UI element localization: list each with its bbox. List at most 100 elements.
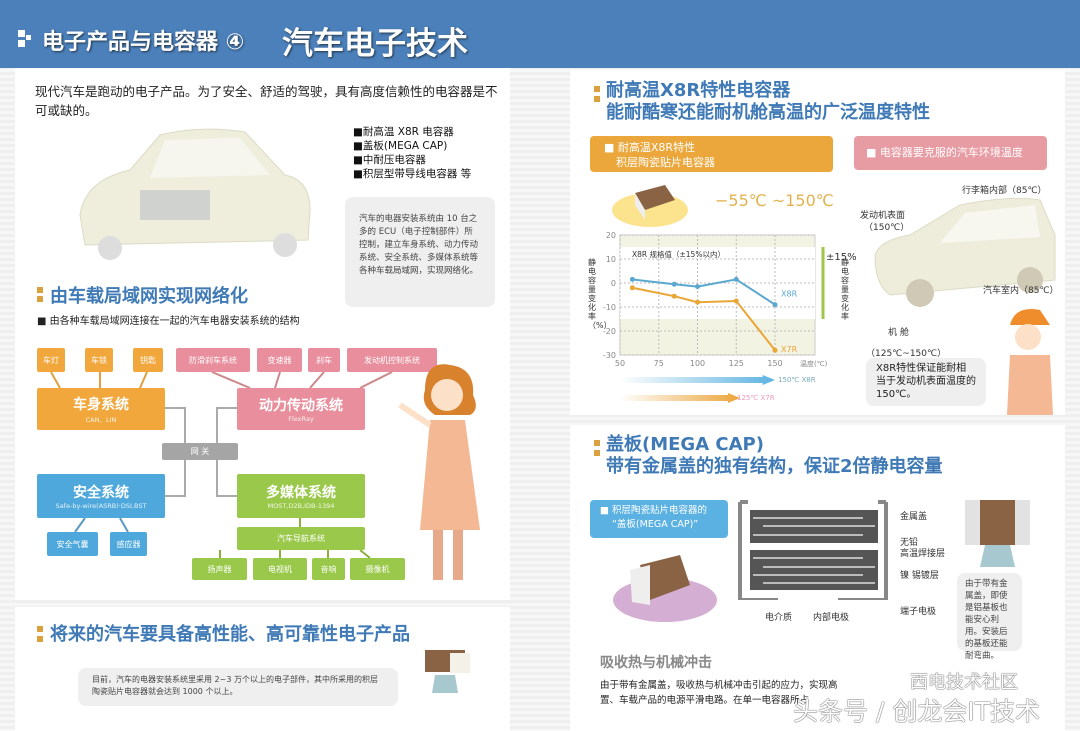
- x8r-tag: ■ 耐高温X8R特性积层陶瓷贴片电容器: [590, 136, 833, 172]
- node-key: 钥匙: [133, 348, 163, 372]
- ecu-bubble-text: 汽车的电器安装系统由 10 台之多的 ECU（电子控制部件）所控制，建立车身系统…: [359, 214, 479, 276]
- safety-protocol: Safe-by-wire(ASRB)·DSI,BST: [55, 502, 147, 510]
- environment-tag: ■ 电容器要克服的汽车环境温度: [854, 136, 1047, 170]
- node-camera: 摄像机: [350, 558, 405, 580]
- x7r-arrow-label: 125℃ X7R: [737, 394, 775, 402]
- node-locks: 车锁: [85, 348, 113, 372]
- temperature-range: −55℃ ~150℃: [715, 191, 834, 210]
- body-system-name: 车身系统: [73, 397, 129, 413]
- label-plating: 镍 锡镀层: [900, 571, 939, 581]
- capacitor-list-item: ■耐高温 X8R 电容器: [353, 126, 454, 138]
- x8r-chip-illustration: [612, 185, 688, 227]
- powertrain-protocol: FlexRay: [288, 415, 314, 423]
- engine-surface-temp: （150℃）: [864, 223, 910, 233]
- label-solder-1: 无铅: [900, 538, 919, 548]
- chart-point-x7r: [695, 299, 700, 305]
- chart-series-label-x7r: X7R: [781, 345, 798, 354]
- chart-x-tick: 125: [729, 359, 744, 368]
- x7r-range-arrow: [620, 393, 740, 403]
- megacap-bubble-text: 由于带有金属盖，即使是铝基板也能安心利用。安装后的基板还能耐弯曲。: [965, 579, 1008, 661]
- x8r-arrow-label: 150℃ X8R: [778, 376, 816, 384]
- node-airbag: 安全气囊: [47, 532, 98, 556]
- chart-x-tick: 50: [615, 359, 625, 368]
- body-system-protocol: CAN、LIN: [85, 416, 117, 424]
- suv-illustration: [874, 197, 1056, 307]
- future-section-title: 将来的汽车要具备高性能、高可靠性电子产品: [50, 624, 410, 645]
- page-title: 汽车电子技术: [282, 26, 468, 62]
- chart-y-tick: 10: [606, 255, 616, 264]
- body-system-box: 车身系统 CAN、LIN: [37, 388, 165, 430]
- trunk-temp-label: 行李箱内部（85℃）: [962, 186, 1047, 196]
- x8r-range-arrow: [620, 375, 775, 385]
- node-lights: 车灯: [37, 348, 65, 372]
- multimedia-protocol: MOST,D2B,IDB-1394: [267, 502, 335, 510]
- megacap-bubble: 由于带有金属盖，即使是铝基板也能安心利用。安装后的基板还能耐弯曲。: [957, 573, 1022, 661]
- node-navigation: 汽车导航系统: [237, 527, 365, 550]
- cabin-temp-label: 汽车室内（85℃）: [983, 286, 1059, 296]
- megacap-tag-line2: “盖板(MEGA CAP)”: [612, 519, 699, 530]
- chart-point-x7r: [629, 285, 635, 291]
- chart-x-tick: 75: [654, 359, 664, 368]
- watermark-line1: 西电技术社区: [910, 672, 1018, 693]
- node-speaker: 扬声器: [192, 558, 247, 580]
- node-transmission: 变速器: [257, 348, 302, 372]
- car-cutaway-illustration: [79, 128, 311, 260]
- label-metal-cap: 金属盖: [900, 512, 928, 522]
- node-abs: 防滑刹车系统: [176, 348, 250, 372]
- chart-x-tick: 100: [690, 359, 705, 368]
- megacap-cross-section-diagram: [738, 500, 888, 600]
- x8r-title: 耐高温X8R特性电容器能耐酷寒还能耐机舱高温的广泛温度特性: [606, 80, 930, 124]
- label-terminal: 端子电极: [900, 607, 937, 617]
- capacitor-list-item: ■盖板(MEGA CAP): [353, 140, 448, 152]
- woman-presenter-illustration: [398, 364, 480, 580]
- megacap-title-line2: 带有金属盖的独有结构，保证2倍静电容量: [606, 456, 943, 477]
- megacap-mascot-illustration: [965, 500, 1030, 567]
- chart-point-x8r: [671, 281, 677, 287]
- chart-y-tick: -10: [603, 303, 616, 312]
- header-subtitle: 电子产品与电容器 ④: [42, 30, 245, 55]
- x8r-tag-line2: 积层陶瓷贴片电容器: [616, 156, 715, 169]
- chart-band-label: X8R 规格值（±15%以内）: [632, 250, 725, 259]
- x8r-note-bubble: X8R特性保证能耐相当于发动机表面温度的150℃。: [866, 358, 986, 406]
- multimedia-system-name: 多媒体系统: [266, 485, 336, 501]
- chart-point-x7r: [671, 293, 677, 299]
- chart-point-x8r: [772, 302, 778, 308]
- chart-point-x8r: [629, 276, 635, 282]
- future-text: 目前，汽车的电器安装系统里采用 2~3 万个以上的电子部件，其中所采用的积层陶瓷…: [92, 675, 378, 696]
- chart-point-x7r: [733, 298, 739, 304]
- capacitor-list-item: ■积层型带导线电容器 等: [353, 168, 472, 180]
- node-audio: 音响: [312, 558, 345, 580]
- node-sensor: 感应器: [110, 532, 147, 556]
- x8r-title-line1: 耐高温X8R特性电容器: [606, 80, 791, 101]
- node-brake: 刹车: [308, 348, 340, 372]
- network-connectors: [50, 371, 393, 559]
- chart-point-x8r: [733, 276, 739, 282]
- chart-y-label: 静电容量变化率（%）: [588, 258, 612, 330]
- megacap-chip-illustration: [613, 555, 717, 622]
- chart-y-tick: -20: [603, 327, 616, 336]
- node-tv: 电视机: [253, 558, 307, 580]
- label-dielectric: 电介质: [765, 613, 793, 623]
- node-engine-control: 发动机控制系统: [347, 348, 437, 372]
- x8r-title-line2: 能耐酷寒还能耐机舱高温的广泛温度特性: [606, 102, 930, 123]
- x8r-note: X8R特性保证能耐相当于发动机表面温度的150℃。: [876, 363, 976, 400]
- powertrain-system-name: 动力传动系统: [259, 398, 343, 414]
- chart-y-tick: 0: [611, 279, 616, 288]
- network-section-title: 由车载局域网实现网络化: [50, 286, 248, 307]
- megacap-subheading: 吸收热与机械冲击: [600, 655, 712, 671]
- label-solder-2: 高温焊接层: [900, 549, 946, 559]
- page-header: 电子产品与电容器 ④ 汽车电子技术: [0, 0, 1080, 68]
- intro-text: 现代汽车是跑动的电子产品。为了安全、舒适的驾驶，具有高度信赖性的电容器是不可或缺…: [35, 84, 498, 118]
- chart-y-tick: -30: [603, 351, 616, 360]
- chart-x-tick: 150: [767, 359, 782, 368]
- network-caption: ■ 由各种车载局域网连接在一起的汽车电器安装系统的结构: [37, 316, 300, 327]
- watermark-line2: 头条号 / 创龙会IT技术: [793, 697, 1040, 726]
- megacap-title-line1: 盖板(MEGA CAP): [606, 434, 764, 455]
- x8r-tag-line1: ■ 耐高温X8R特性: [604, 141, 696, 154]
- megacap-text-line1: 由于带有金属盖，吸收热与机械冲击引起的应力，实现高: [600, 680, 838, 691]
- megacap-text-line2: 置、车载产品的电源平滑电路。在单一电容器所占: [600, 695, 810, 706]
